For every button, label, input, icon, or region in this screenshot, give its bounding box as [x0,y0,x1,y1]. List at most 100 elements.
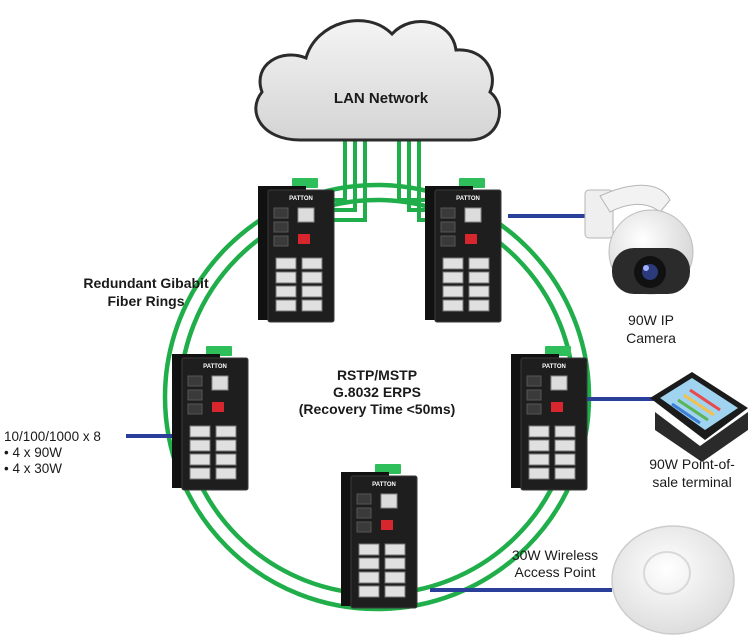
sfp-slot [440,207,456,219]
left-port-label: 10/100/1000 x 8• 4 x 90W• 4 x 30W [4,429,101,476]
lan-cloud: LAN Network [254,19,501,142]
sfp-slot [356,493,372,505]
ethernet-port [358,557,380,570]
ethernet-port [468,285,490,298]
ethernet-port [358,543,380,556]
protocol-label-line: (Recovery Time <50ms) [299,401,456,417]
ethernet-port [384,543,406,556]
ethernet-port [189,439,211,452]
ethernet-port [554,453,576,466]
ap-body [611,525,735,635]
switch-brand: PATTON [372,482,396,488]
pos-terminal [650,372,748,462]
ethernet-port [468,257,490,270]
switch-right: PATTON [511,346,588,491]
ethernet-port [554,439,576,452]
ethernet-port [301,257,323,270]
ethernet-port [215,439,237,452]
dip-switch [212,402,224,412]
pos-screen-grid [671,388,721,425]
sfp-slot [187,375,203,387]
ethernet-port [215,467,237,480]
ethernet-port [301,285,323,298]
ethernet-port [189,425,211,438]
dip-switch [298,234,310,244]
sfp-slot [273,207,289,219]
ethernet-port [358,571,380,584]
ethernet-port [189,467,211,480]
sfp-slot [273,235,289,247]
pos-base [655,412,748,462]
ethernet-port [301,271,323,284]
protocol-label-line: RSTP/MSTP [337,367,417,383]
camera-label: 90W IP Camera [626,312,676,346]
console-port [211,375,229,391]
ethernet-port [528,425,550,438]
pos-label: 90W Point-of-sale terminal [649,456,735,490]
dip-switch [381,520,393,530]
ethernet-port [275,271,297,284]
switch-top-left: PATTON [258,178,335,323]
ethernet-port [528,467,550,480]
ethernet-port [275,285,297,298]
pos-label-line: 90W Point-of- [649,456,735,472]
camera-label-line: 90W IP [628,312,674,328]
wireless-ap [611,525,735,635]
switch-top-right: PATTON [425,178,502,323]
camera-arm [599,184,671,213]
terminal-block [206,346,232,356]
ap-label-line: Access Point [515,564,596,580]
ethernet-port [442,285,464,298]
ethernet-port [468,271,490,284]
protocol-label-line: G.8032 ERPS [333,384,421,400]
left-port-label-line: • 4 x 90W [4,445,62,460]
ethernet-port [554,467,576,480]
sfp-slot [526,389,542,401]
ethernet-port [275,299,297,312]
dip-switch [465,234,477,244]
switch-left: PATTON [172,346,249,491]
console-port [380,493,398,509]
console-port [550,375,568,391]
ethernet-port [189,453,211,466]
ethernet-port [468,299,490,312]
terminal-block [375,464,401,474]
terminal-block [292,178,318,188]
ring-label-line: Redundant Gibabit [83,275,209,291]
switch-brand: PATTON [289,196,313,202]
ethernet-port [301,299,323,312]
ap-ring [643,551,691,595]
ip-camera [584,184,694,295]
sfp-slot [187,403,203,415]
ethernet-port [215,453,237,466]
switch-brand: PATTON [203,364,227,370]
ethernet-port [442,257,464,270]
sfp-slot [440,235,456,247]
switch-bottom: PATTON [341,464,418,609]
sfp-slot [440,221,456,233]
ethernet-port [528,439,550,452]
sfp-slot [526,375,542,387]
cloud-shape [254,19,501,142]
ethernet-port [215,425,237,438]
ethernet-port [442,299,464,312]
ap-label-line: 30W Wireless [512,547,598,563]
camera-lens-highlight [643,265,649,271]
sfp-slot [526,403,542,415]
ring-label-line: Fiber Rings [107,293,184,309]
dip-switch [551,402,563,412]
ethernet-port [358,585,380,598]
ethernet-port [275,257,297,270]
sfp-slot [187,389,203,401]
ethernet-port [442,271,464,284]
camera-label-line: Camera [626,330,676,346]
switch-brand: PATTON [542,364,566,370]
left-port-label-line: • 4 x 30W [4,461,62,476]
terminal-block [545,346,571,356]
sfp-slot [356,507,372,519]
terminal-block [459,178,485,188]
